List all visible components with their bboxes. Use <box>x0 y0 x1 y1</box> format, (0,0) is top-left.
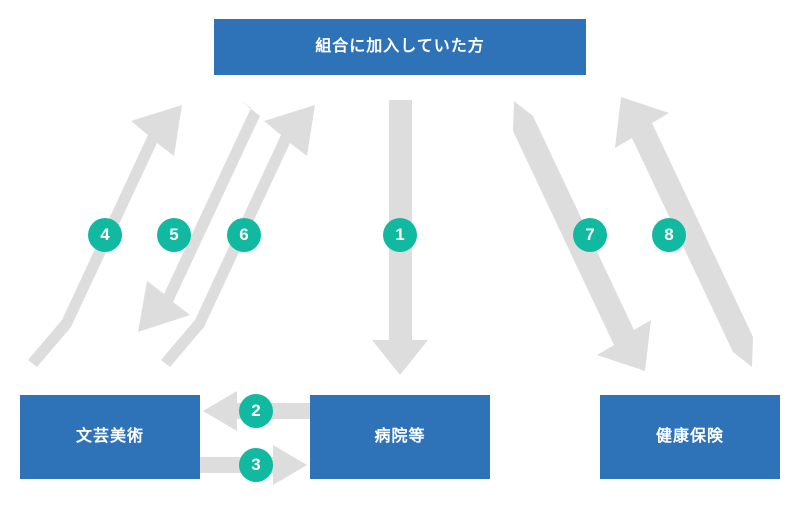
step-badge-1[interactable]: 1 <box>383 218 417 252</box>
step-badge-4[interactable]: 4 <box>88 218 122 252</box>
node-box-bungei-bijutsu[interactable]: 文芸美術 <box>20 395 200 479</box>
step-badge-3[interactable]: 3 <box>239 448 273 482</box>
node-label-bungei-bijutsu: 文芸美術 <box>75 428 144 446</box>
step-badge-2[interactable]: 2 <box>239 394 273 428</box>
step-badge-6[interactable]: 6 <box>227 218 261 252</box>
node-box-kumiai-kanyu[interactable]: 組合に加入していた方 <box>214 19 586 75</box>
node-label-byouin-tou: 病院等 <box>374 428 426 446</box>
step-badge-5[interactable]: 5 <box>157 218 191 252</box>
arrow-5-shape <box>138 101 260 332</box>
node-box-kenkou-hoken[interactable]: 健康保険 <box>600 395 780 479</box>
node-label-kumiai-kanyu: 組合に加入していた方 <box>315 38 485 56</box>
step-badge-8[interactable]: 8 <box>652 218 686 252</box>
node-label-kenkou-hoken: 健康保険 <box>655 428 724 446</box>
step-badge-7[interactable]: 7 <box>573 218 607 252</box>
node-box-byouin-tou[interactable]: 病院等 <box>310 395 490 479</box>
